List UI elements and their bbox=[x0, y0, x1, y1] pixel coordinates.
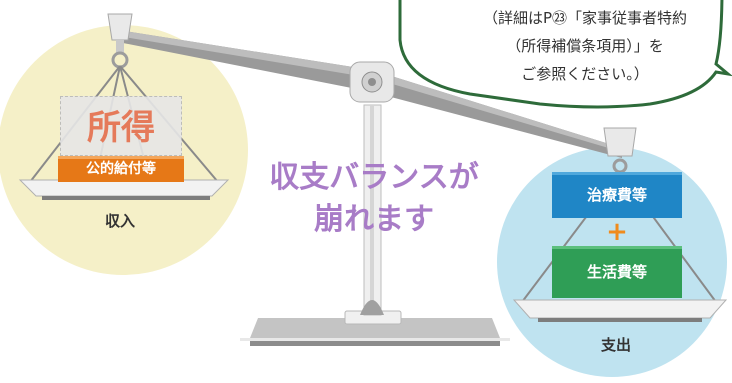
right-pan bbox=[512, 299, 728, 322]
note-line-1: （詳細はP㉓「家事従事者特約 bbox=[482, 9, 688, 27]
treatment-cost-label: 治療費等 bbox=[586, 186, 647, 204]
note-bubble bbox=[398, 0, 732, 109]
scale-pivot bbox=[349, 61, 395, 103]
note-line-3: ご参照ください。） bbox=[521, 65, 649, 83]
income-box-label: 所得 bbox=[87, 108, 155, 148]
living-cost-box bbox=[552, 246, 682, 298]
public-benefit-label: 公的給付等 bbox=[86, 161, 156, 177]
plus-icon: + bbox=[606, 217, 628, 247]
balance-message-line1: 収支バランスが bbox=[269, 160, 479, 195]
treatment-cost-box bbox=[552, 172, 682, 218]
scale-base bbox=[240, 310, 510, 346]
scale-pillar bbox=[360, 104, 384, 316]
scale-beam bbox=[118, 30, 622, 158]
note-line-2: （所得補償条項用）」を bbox=[506, 37, 664, 55]
expense-caption: 支出 bbox=[600, 336, 631, 354]
income-caption: 収入 bbox=[104, 212, 135, 230]
left-pan bbox=[18, 179, 230, 200]
income-ghost-box bbox=[60, 96, 182, 156]
public-benefit-box bbox=[58, 156, 184, 182]
living-cost-label: 生活費等 bbox=[586, 263, 647, 281]
balance-message-line2: 崩れます bbox=[314, 202, 434, 237]
